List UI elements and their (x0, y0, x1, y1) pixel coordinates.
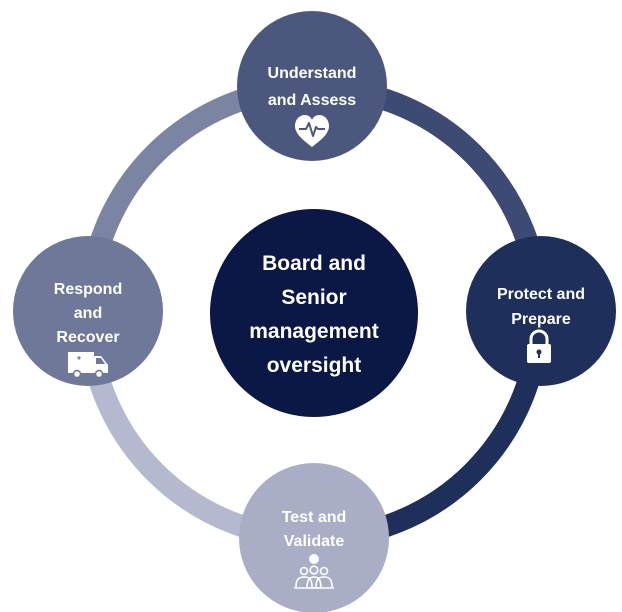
heart-pulse-icon (295, 115, 329, 147)
center-node: Board and Senior management oversight (210, 209, 418, 417)
center-label-line-4: oversight (267, 354, 362, 377)
people-group-icon (294, 554, 334, 589)
node-bottom-label-line-2: Validate (284, 533, 345, 550)
node-left-label-line-3: Recover (56, 329, 119, 346)
center-label-line-1: Board and (262, 252, 366, 275)
lock-icon (527, 329, 551, 363)
center-label-line-2: Senior (281, 286, 346, 309)
node-left-label-line-2: and (74, 305, 102, 322)
node-respond-and-recover: Respond and Recover * (13, 236, 163, 386)
node-top-label-line-2: and Assess (268, 92, 356, 109)
node-test-and-validate: Test and Validate (239, 463, 389, 612)
node-right-label-line-2: Prepare (511, 311, 571, 328)
node-right-label-line-1: Protect and (497, 286, 585, 303)
node-left-label-line-1: Respond (54, 281, 122, 298)
node-bottom-label-line-1: Test and (282, 509, 347, 526)
ambulance-icon: * (68, 352, 108, 379)
node-top-label-line-1: Understand (268, 65, 357, 82)
node-understand-and-assess: Understand and Assess (237, 11, 387, 161)
svg-text:*: * (77, 355, 81, 366)
center-label-line-3: management (249, 320, 379, 343)
node-protect-and-prepare: Protect and Prepare (466, 236, 616, 386)
